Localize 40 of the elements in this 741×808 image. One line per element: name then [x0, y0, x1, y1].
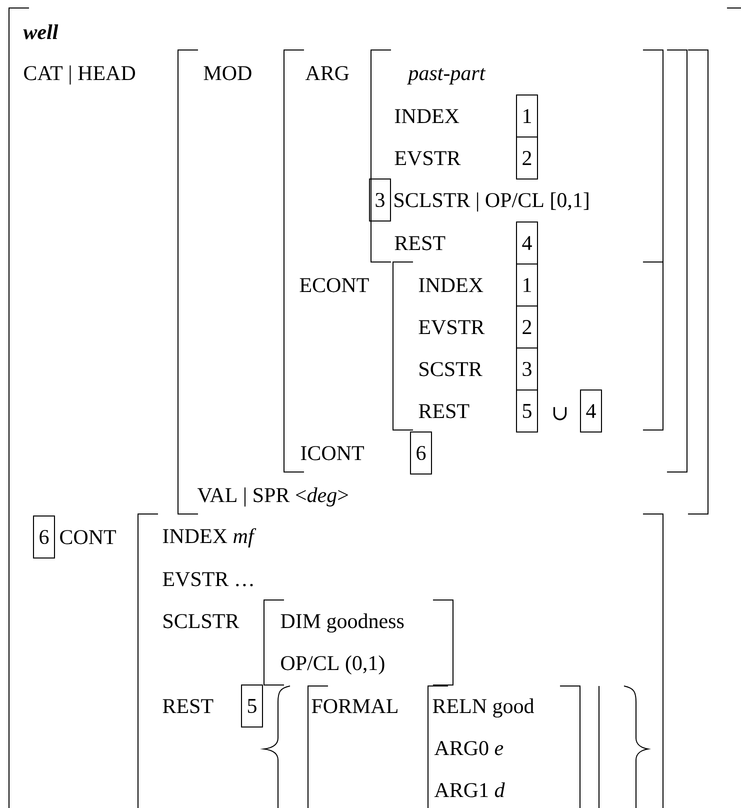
feature-label: REST [394, 236, 446, 250]
tag-box: 3 [369, 178, 391, 222]
tag-box: 6 [33, 516, 55, 558]
feature-label: CONT [60, 530, 116, 544]
tag-box: 4 [516, 222, 538, 264]
feature-label: ARG1 d [434, 782, 505, 798]
feature-label: EVSTR [394, 151, 461, 166]
tag-box: 5 [241, 684, 263, 728]
feature-label: SCLSTR | OP/CL [0,1] [394, 192, 588, 212]
feature-label: FORMAL [312, 699, 398, 714]
tag-box: 4 [580, 390, 602, 432]
feature-label: REST [418, 404, 470, 418]
feature-label: EVSTR … [162, 572, 253, 586]
feature-label: INDEX [418, 278, 484, 292]
feature-label: SCSTR [420, 362, 482, 376]
heading-word: well [23, 24, 58, 40]
feature-label: REST [162, 699, 214, 714]
feature-label: RELN good [432, 698, 534, 718]
feature-label: OP/CL (0,1) [281, 655, 384, 674]
feature-label: VAL | SPR <deg> [197, 487, 348, 507]
feature-label: MOD [204, 66, 252, 80]
feature-label: INDEX mf [162, 528, 256, 548]
feature-label: ARG0 e [434, 741, 504, 756]
type-label: past-part [406, 68, 486, 84]
tag-box: 2 [516, 306, 538, 348]
tag-box: 1 [516, 94, 538, 138]
feature-label: CAT | HEAD [24, 65, 136, 85]
tag-box: 3 [516, 348, 538, 390]
union-symbol: ∪ [553, 407, 567, 420]
tag-box: 5 [516, 390, 538, 432]
feature-label: ICONT [300, 446, 364, 460]
feature-label: ARG [305, 66, 349, 80]
feature-label: EVSTR [418, 320, 485, 334]
tag-box: 6 [410, 432, 432, 474]
feature-label: DIM goodness [280, 613, 404, 633]
tag-box: 1 [516, 264, 538, 306]
tag-box: 2 [516, 136, 538, 180]
feature-label: SCLSTR [164, 614, 240, 628]
feature-label: ECONT [300, 278, 369, 292]
feature-label: INDEX [394, 109, 460, 124]
